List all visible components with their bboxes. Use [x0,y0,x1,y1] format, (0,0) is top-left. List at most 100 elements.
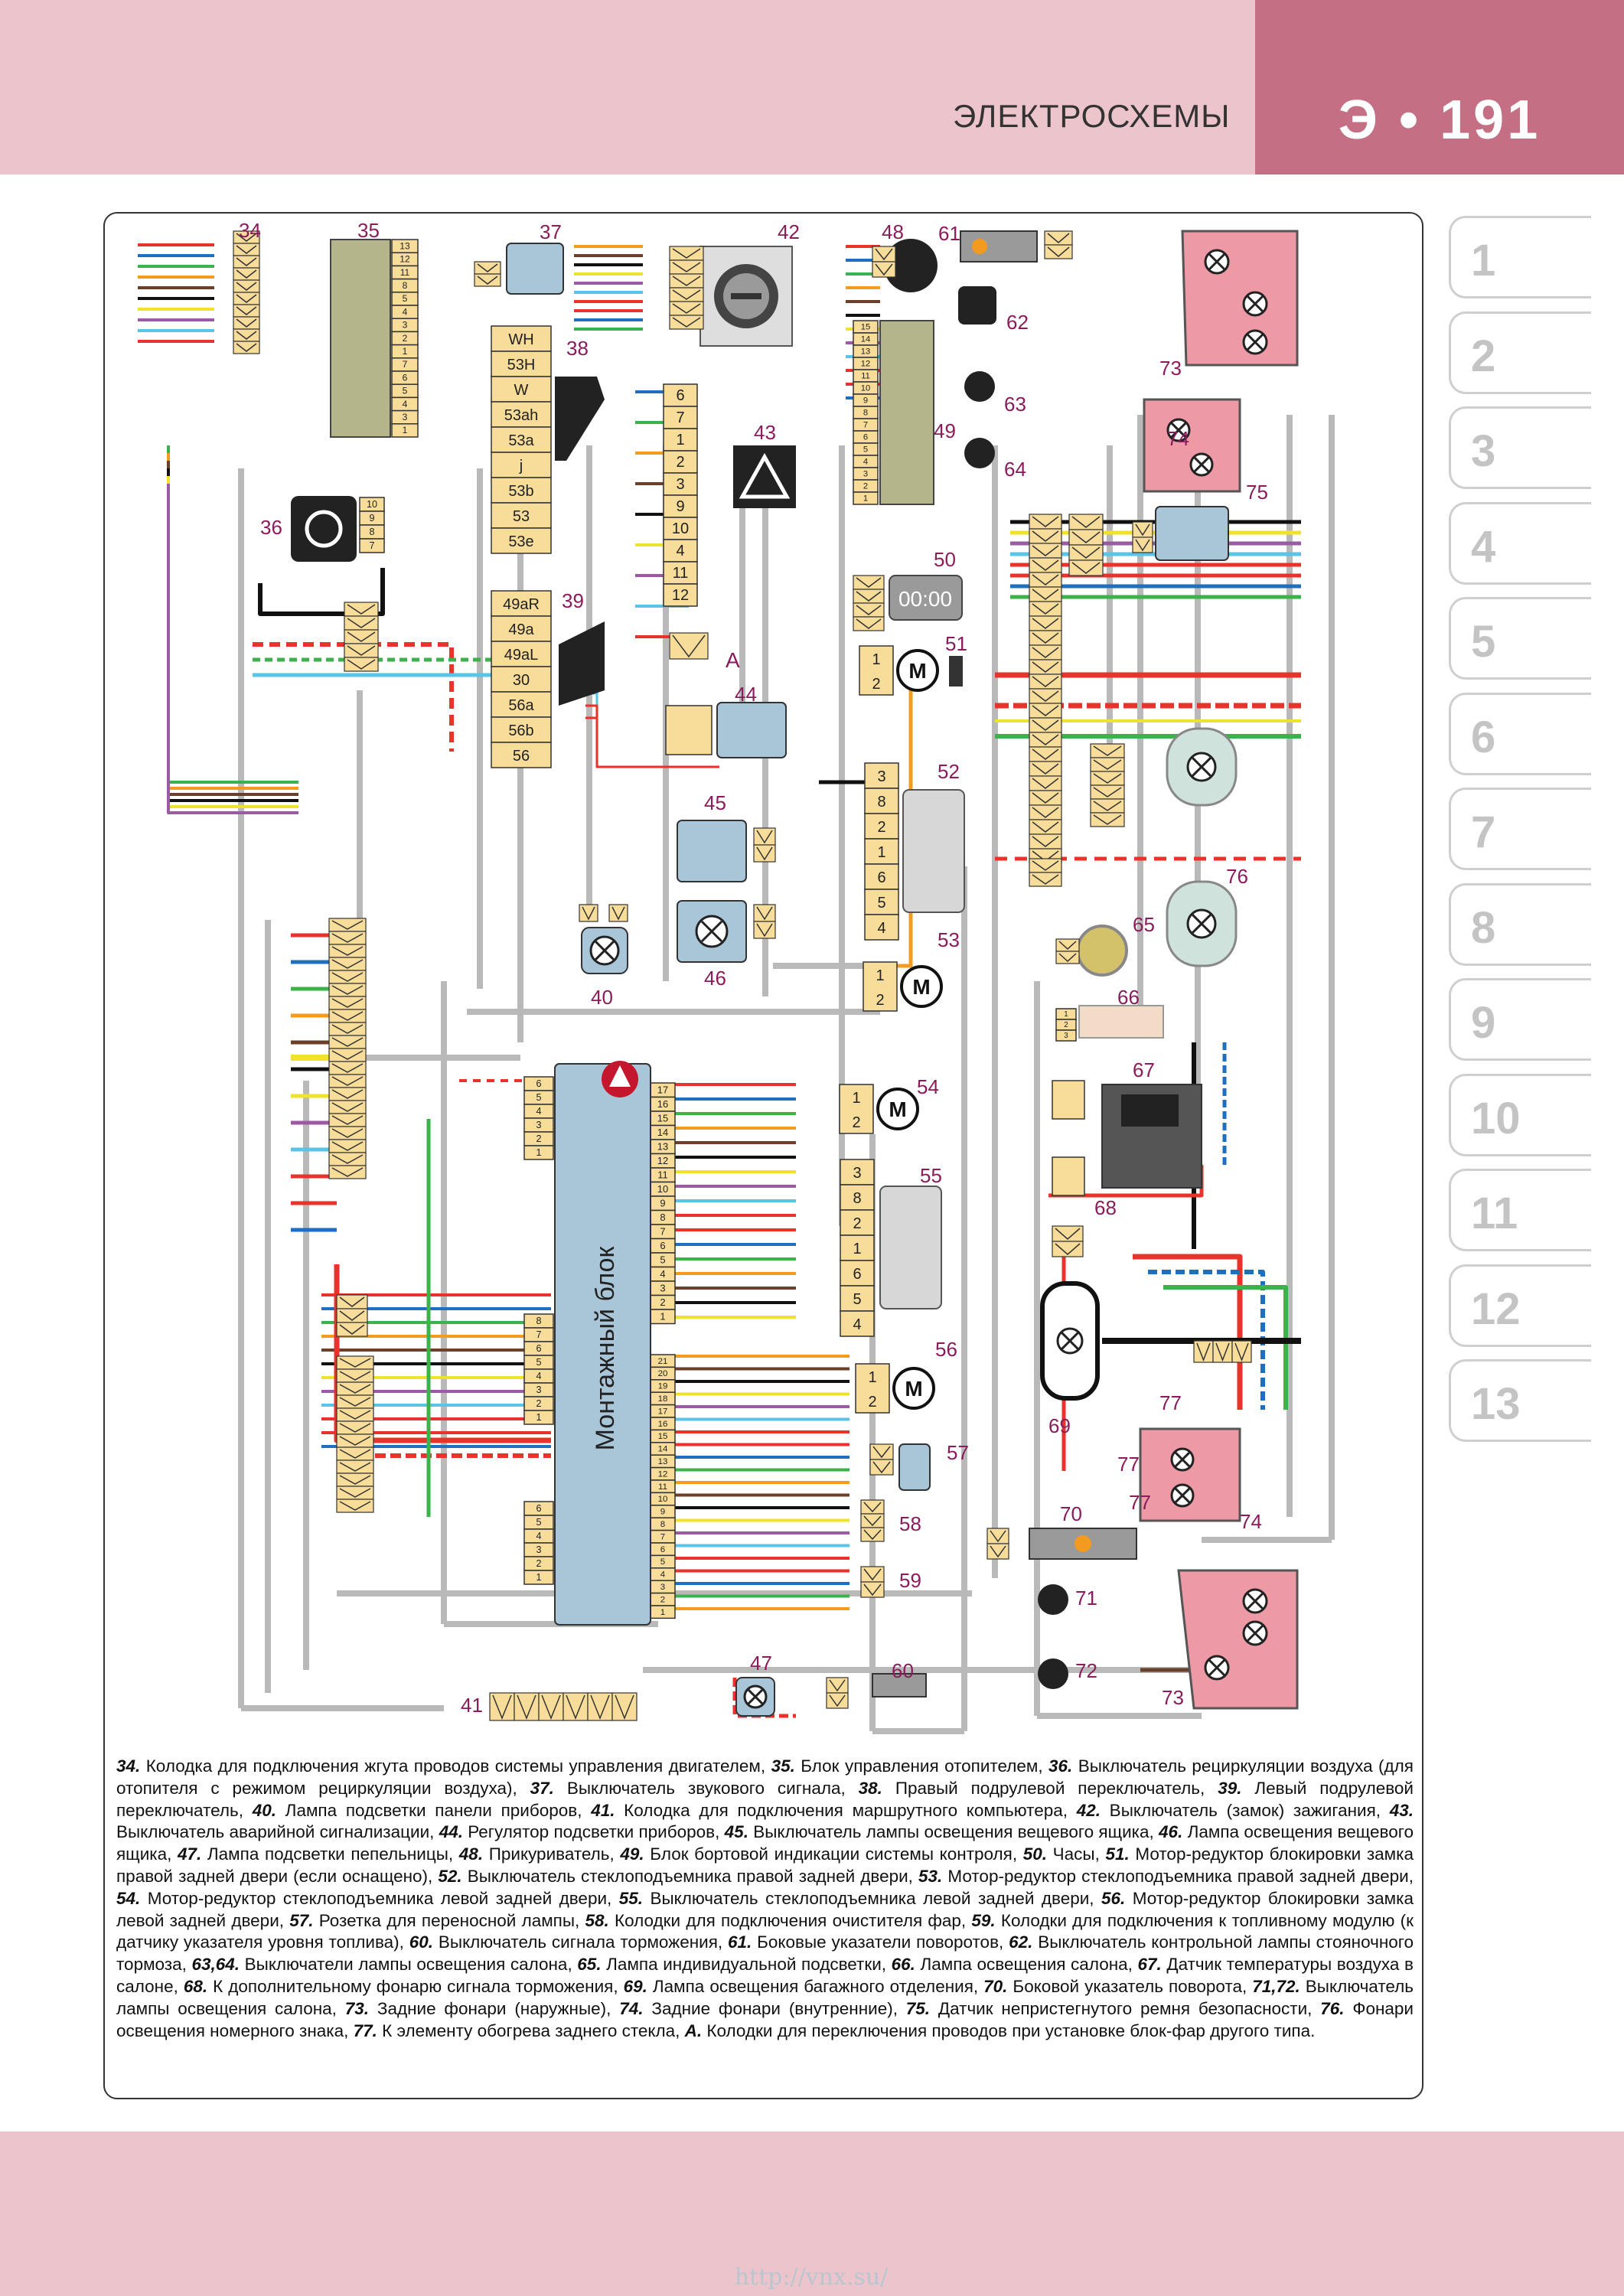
mounting-block-pin: 1 [536,1412,541,1423]
component-number-37: 37 [540,220,562,243]
connector-chevron [1032,574,1059,585]
connector-chevron [872,1461,891,1474]
chapter-tab-8[interactable]: 8 [1449,882,1591,966]
repeater-lamp-icon [972,239,987,254]
mounting-block-pin: 11 [657,1169,667,1180]
pin-cell [523,1570,554,1585]
connector-chevron [236,233,257,242]
chapter-tab-label: 10 [1471,1093,1521,1143]
window-switch-pin: 1 [877,844,885,861]
chapter-tab-2[interactable]: 2 [1449,311,1591,394]
ignition-key-slot [731,293,761,299]
chapter-tab-1[interactable]: 1 [1449,216,1591,298]
mounting-block-pin: 4 [660,1268,665,1280]
chapter-tab-3[interactable]: 3 [1449,406,1591,489]
mounting-block-pin: 5 [660,1254,665,1265]
legend-number: 41. [591,1800,615,1820]
cigarette-lighter-icon [884,239,938,292]
component-number-45: 45 [704,791,726,814]
hazard-pin: 9 [676,498,684,515]
mounting-block-pin: 1 [660,1310,665,1322]
mounting-block-pin: 5 [536,1517,541,1528]
chapter-tab-label: 1 [1471,236,1496,285]
mounting-block-pin: 13 [658,1457,668,1466]
watermark: http://vnx.su/ [734,2264,889,2291]
connector-chevron [1032,632,1059,644]
motor-icon [892,1367,935,1410]
legend-number: 40. [252,1800,276,1820]
connector-chevron [1047,233,1070,243]
component-number-73: 73 [1162,1686,1184,1709]
connector-cell [336,1322,368,1337]
motor-symbol: M [905,1377,922,1401]
component-number-76: 76 [1226,865,1248,888]
clock: 00:00 [889,575,963,621]
glovebox-switch [677,820,747,882]
lamp-cross [1247,295,1264,312]
connector-chevron [339,1371,371,1381]
legend-number: 71,72. [1252,1976,1300,1996]
chapter-tab-5[interactable]: 5 [1449,597,1591,680]
window-switch-pin: 5 [877,895,885,912]
connector-chevron [863,1502,882,1513]
hazard-pin: 4 [676,543,684,559]
dome-lamp-pin: 3 [1064,1032,1068,1040]
stalk-pin: 53e [508,533,533,550]
connector-chevron [331,985,364,995]
connector-chevron [1047,246,1070,257]
connector-chevron [1032,516,1059,527]
legend-number: 35. [771,1756,795,1776]
chapter-tab-10[interactable]: 10 [1449,1073,1591,1156]
legend-number: 43. [1389,1800,1414,1820]
motor-connector [855,1363,890,1414]
hazard-pin: 10 [672,520,689,537]
legend-number: 68. [183,1976,208,1996]
legend-number: 77. [353,2020,377,2040]
connector-chevron [331,1128,364,1138]
chapter-tab-4[interactable]: 4 [1449,501,1591,585]
connector-cell [753,844,776,863]
legend-number: 53. [918,1866,943,1886]
legend-number: 59. [971,1910,996,1930]
chapter-tab-label: 6 [1471,712,1496,762]
component-number-66: 66 [1117,986,1140,1009]
connector-cell [669,632,709,660]
pin-cell [359,538,385,553]
chapter-tab-7[interactable]: 7 [1449,788,1591,870]
chapter-tab-9[interactable]: 9 [1449,978,1591,1061]
component-number-69: 69 [1048,1414,1071,1437]
chapter-tab-12[interactable]: 12 [1449,1264,1591,1347]
heater-pin: 4 [403,399,408,409]
component-number-77: 77 [1129,1491,1151,1514]
legend-number: A. [684,2020,703,2040]
motor-connector [859,645,894,696]
mounting-block-pin: 2 [536,1398,541,1409]
window-switch-pin: 6 [853,1266,861,1283]
chapter-tab-13[interactable]: 13 [1449,1359,1591,1442]
connector-chevron [672,634,706,658]
pin-cell [663,450,698,474]
seatbelt-sensor [1155,506,1229,561]
heater-pin: 5 [403,293,408,304]
legend-number: 36. [1048,1756,1073,1776]
component-number-60: 60 [892,1659,914,1682]
bk-pin: 5 [863,445,868,455]
mounting-block-pin: 16 [657,1098,668,1110]
lamp-cross [1174,1451,1191,1468]
wire [253,642,454,752]
bk-pin: 2 [863,482,868,491]
connector-chevron [672,276,701,286]
stalk-pin: 53 [513,508,530,525]
bk-pin: 13 [861,347,870,357]
connector-chevron [331,1037,364,1047]
chapter-tab-6[interactable]: 6 [1449,692,1591,775]
mounting-block-pin: 3 [660,1282,665,1293]
chapter-tab-11[interactable]: 11 [1449,1169,1591,1251]
stalk-pin: 53a [508,432,534,449]
connector-cell [826,1692,849,1709]
connector-chevron [347,631,376,642]
recirc-pin: 9 [369,513,374,523]
connector-chevron [339,1410,371,1420]
chapter-tab-label: 3 [1471,426,1496,476]
connector-chevron [1055,1243,1081,1255]
